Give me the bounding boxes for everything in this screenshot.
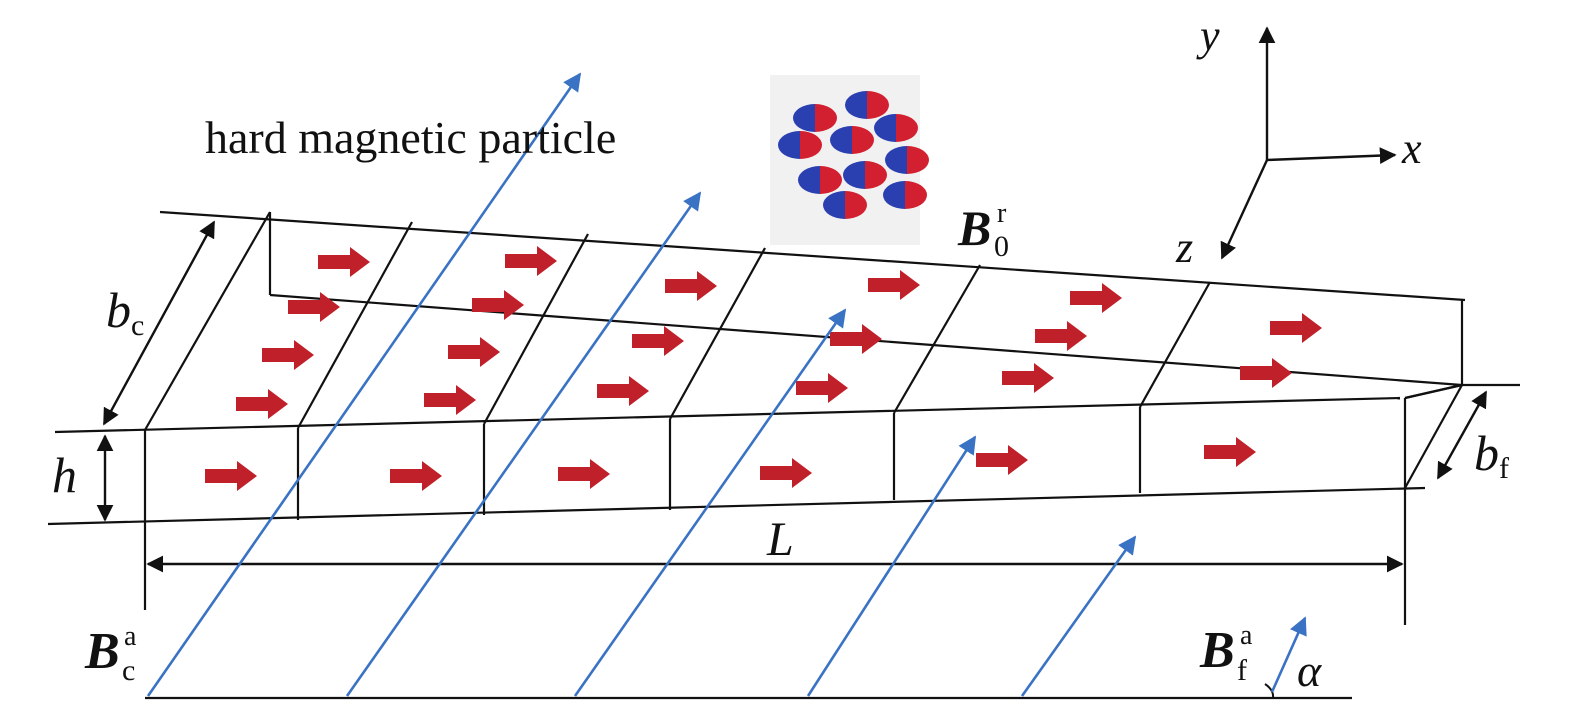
magnetic-particle (778, 131, 822, 159)
magnetization-arrow (318, 247, 370, 277)
bf-label: bf (1474, 425, 1509, 485)
B0r-subscript: 0 (994, 230, 1009, 263)
applied-field-arrow (1270, 616, 1307, 693)
magnetization-arrow (597, 376, 649, 406)
magnetization-arrow (1240, 358, 1292, 388)
bc-dimension-arrow (102, 220, 216, 426)
Bfa-base: B (1199, 622, 1235, 679)
magnetic-particle (798, 166, 842, 194)
bf-base: b (1474, 425, 1499, 481)
magnetization-arrow (288, 292, 340, 322)
L-label: L (766, 513, 794, 566)
magnetic-particle (843, 161, 887, 189)
B0r-superscript: r (997, 198, 1007, 229)
applied-field-arrows (146, 72, 1307, 697)
B0r-base: B (957, 200, 991, 256)
bf-subscript: f (1499, 452, 1509, 485)
magnetization-arrow (665, 271, 717, 301)
Bfa-subscript: f (1237, 654, 1247, 687)
Bca-superscript: a (124, 621, 137, 652)
magnetization-arrow (830, 324, 882, 354)
magnetization-arrow (472, 290, 524, 320)
particle-title: hard magnetic particle (205, 112, 616, 163)
bc-label: bc (106, 282, 144, 342)
magnetization-arrow (424, 385, 476, 415)
magnetic-particle (823, 191, 867, 219)
magnetization-arrow (558, 459, 610, 489)
h-label: h (52, 447, 77, 503)
magnetization-arrow (868, 270, 920, 300)
x-axis-arrow (1266, 147, 1397, 164)
hard-magnetic-particles (778, 91, 929, 219)
alpha-label: α (1297, 645, 1322, 696)
applied-field-arrow (1020, 535, 1137, 697)
bc-subscript: c (131, 309, 144, 342)
Bfa-superscript: a (1240, 620, 1253, 651)
z-axis-arrow (1220, 159, 1269, 260)
applied-field-arrow (146, 72, 582, 697)
magnetization-arrow (1270, 313, 1322, 343)
coordinate-axes (1220, 26, 1397, 260)
beam-outline (47, 210, 1520, 700)
Bca-subscript: c (122, 654, 135, 687)
magnetization-arrow (632, 326, 684, 356)
magnetization-arrow (976, 445, 1028, 475)
axis-label-x: x (1401, 124, 1422, 173)
applied-field-arrow (573, 308, 847, 697)
bf-dimension-arrow (1436, 390, 1488, 480)
magnetization-arrow (205, 461, 257, 491)
magnetization-arrow (448, 337, 500, 367)
magnetic-particle (885, 146, 929, 174)
applied-field-arrow (345, 191, 702, 697)
applied-field-arrow (806, 435, 977, 697)
magnetic-particle (874, 114, 918, 142)
axis-label-z: z (1175, 223, 1193, 272)
magnetization-arrow (1002, 363, 1054, 393)
magnetization-arrow (760, 458, 812, 488)
magnetic-particle (830, 126, 874, 154)
magnetization-arrow (236, 389, 288, 419)
magnetization-arrow (390, 461, 442, 491)
magnetization-arrow (1035, 321, 1087, 351)
magnetization-arrow (1204, 437, 1256, 467)
magnetization-arrow (796, 373, 848, 403)
magnetization-arrow (505, 246, 557, 276)
magnetic-particle (793, 104, 837, 132)
magnetization-arrows (205, 246, 1322, 491)
magnetic-particle (845, 91, 889, 119)
magnetization-arrow (262, 340, 314, 370)
Bca-base: B (84, 623, 120, 680)
bc-base: b (106, 282, 131, 338)
magnetization-arrow (1070, 283, 1122, 313)
dimension-arrows (96, 220, 1488, 573)
axis-label-y: y (1196, 11, 1220, 60)
magnetic-particle (883, 181, 927, 209)
